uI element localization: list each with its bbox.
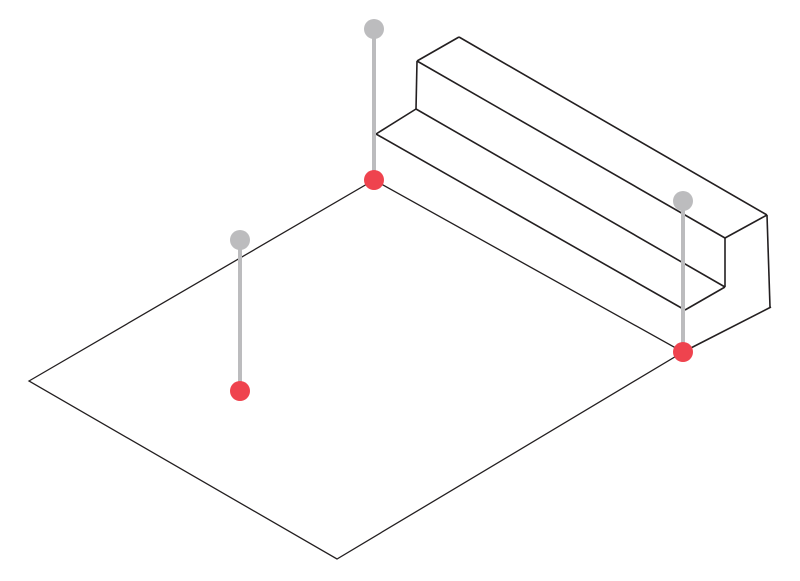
lower-step-right-edge	[684, 286, 726, 311]
pole-top-point	[230, 230, 250, 250]
ground-point	[364, 170, 384, 190]
floor-outline	[27, 179, 685, 560]
back-right-vertical-edge	[766, 214, 771, 308]
pole-marker-2	[230, 230, 250, 401]
upper-step-front-edge	[416, 60, 726, 239]
upper-riser-bottom-edge	[415, 108, 726, 288]
pole-markers	[230, 19, 693, 401]
lower-step-left-edge	[375, 108, 417, 135]
top-back-edge	[458, 36, 768, 216]
ground-plane	[27, 179, 685, 560]
step-structure	[373, 36, 772, 353]
upper-step-left-edge	[416, 36, 460, 62]
base-right-edge	[682, 306, 772, 353]
pole-marker-1	[364, 19, 384, 190]
upper-step-right-edge	[724, 214, 768, 239]
ground-point	[230, 381, 250, 401]
upper-riser-left-edge	[415, 60, 418, 110]
ground-point	[673, 342, 693, 362]
pole-top-point	[364, 19, 384, 39]
pole-top-point	[673, 191, 693, 211]
lower-step-front-edge	[375, 133, 686, 311]
pole-marker-3	[673, 191, 693, 362]
